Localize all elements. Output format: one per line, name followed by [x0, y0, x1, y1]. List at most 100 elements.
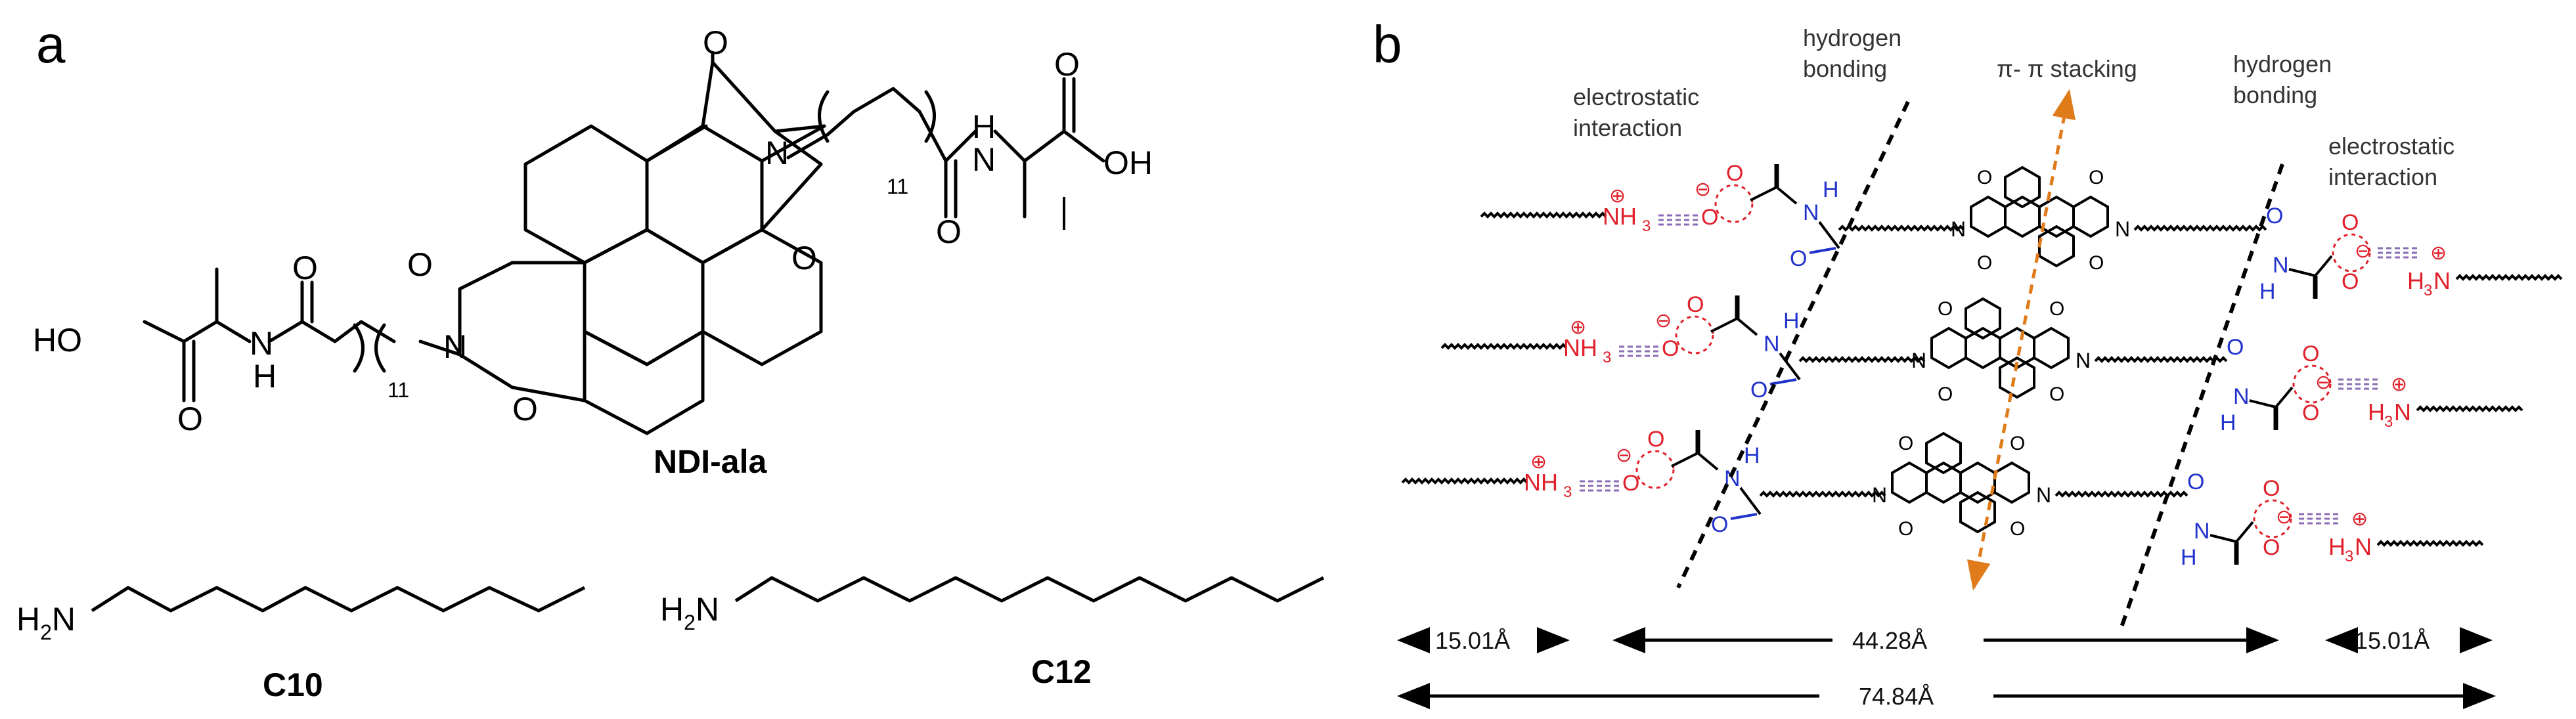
atom-o-amide-left: O: [292, 250, 318, 286]
layer-3-minus-left: ⊖: [1616, 445, 1632, 466]
dim-label-total: 74.84Å: [1859, 683, 1934, 710]
svg-text:O: O: [2302, 401, 2319, 425]
svg-text:O: O: [2302, 341, 2319, 366]
layer-3-carboxylate-o1: O: [1622, 471, 1639, 496]
ndi-ring-bottom: [583, 330, 705, 435]
layer-1-amide-o-left: O: [1790, 246, 1807, 271]
svg-text:O: O: [1938, 383, 1953, 405]
c12-structure: H2N C12: [660, 576, 1325, 690]
compound-label-c10: C10: [263, 666, 323, 703]
svg-text:O: O: [2049, 383, 2064, 405]
dim-label-left: 15.01Å: [1435, 627, 1510, 654]
layer-2-ndi-n-right: N: [2076, 349, 2091, 372]
panel-a: a: [16, 15, 1325, 703]
layer-1-amide-h-left: H: [1823, 177, 1839, 202]
svg-text:O: O: [2342, 210, 2359, 235]
ndi-ring-lower-left: [583, 228, 705, 366]
atom-n-amide-right: N: [972, 141, 996, 178]
layer-2-amide-h-right: H: [2220, 410, 2236, 435]
layer-1-amide-n-right: N: [2273, 253, 2289, 278]
layer-2-carboxylate-ring-right: [2292, 364, 2332, 404]
layer-3-plus-left: ⊕: [1530, 451, 1547, 473]
c10-chain: [91, 586, 586, 613]
atom-o-acid-right: O: [1054, 46, 1080, 83]
layer-3-h3n-right-sub: 3: [2345, 548, 2353, 565]
panel-b: b electrostatic interaction hydrogen bon…: [1373, 15, 2563, 710]
layer-2-amide-o-right: O: [2227, 335, 2244, 360]
layer-3-carboxylate-ring: [1635, 450, 1675, 489]
repeat-left-count: 11: [388, 378, 409, 402]
layer-1-minus-right: ⊖: [2355, 240, 2371, 262]
c10-amine: H2N: [16, 601, 76, 644]
svg-text:O: O: [2089, 167, 2104, 188]
label-electrostatic-left-2: interaction: [1573, 114, 1682, 141]
atom-n-right-imide: N: [765, 135, 789, 171]
layer-3-inner-tail-right: [2054, 490, 2188, 498]
layer-3-nh3-left: NH: [1524, 469, 1558, 496]
layer-2-h3n-right: H: [2368, 399, 2385, 425]
hbond-dashes: [1676, 100, 2284, 628]
c12-amine-sub: 2: [684, 611, 696, 634]
layer-2-nh3-left: NH: [1563, 334, 1597, 361]
svg-text:O: O: [1938, 298, 1953, 320]
ndi-ring-upper-right: [645, 124, 764, 265]
layer-3-ndi-n-right: N: [2036, 483, 2051, 507]
svg-text:O: O: [2263, 476, 2280, 501]
layer-2-amide-o-left: O: [1750, 378, 1767, 403]
layer-1-ndi-n-right: N: [2115, 217, 2130, 241]
layer-1-amide-h-right: H: [2259, 279, 2276, 304]
layer-1-ndi-n-left: N: [1951, 217, 1966, 241]
repeat-right: 11: [887, 175, 908, 198]
layer-3-amide-h-left: H: [1744, 443, 1760, 468]
pipi-stacking-arrow: [1966, 89, 2076, 591]
layer-1-nh3-left: NH: [1603, 203, 1637, 230]
svg-text:O: O: [2263, 535, 2280, 560]
svg-text:N: N: [2394, 399, 2411, 425]
layer-3-amide-o-left: O: [1711, 512, 1728, 537]
repeat-left: 11: [388, 378, 409, 402]
atom-o-top: O: [703, 24, 728, 61]
atom-o-left-imide-bottom: O: [512, 391, 538, 427]
panel-a-letter: a: [36, 15, 66, 74]
layer-3-right-tail: [2376, 540, 2484, 547]
layer-1-carboxylate-ring-right: [2332, 233, 2371, 272]
hbond-dash-left: [1676, 100, 1910, 589]
layer-2-minus-left: ⊖: [1655, 310, 1672, 332]
layer-1-inner-tail-right: [2133, 225, 2267, 232]
svg-text:O: O: [1898, 433, 1913, 454]
hbond-dash-right: [2120, 163, 2284, 628]
layer-3-amide-h-right: H: [2181, 545, 2197, 570]
c12-amine: H2N: [660, 591, 719, 634]
layer-2-nh3-left-sub: 3: [1603, 349, 1611, 366]
layer-1-carboxylate-o1: O: [1701, 205, 1718, 230]
label-pipi-stacking: π- π stacking: [1997, 55, 2137, 82]
label-electrostatic-left-1: electrostatic: [1573, 83, 1699, 110]
layer-2-carboxylate-ring: [1675, 315, 1714, 355]
layer-1-plus-right: ⊕: [2430, 242, 2447, 264]
layer-3-h3n-right: H: [2328, 533, 2345, 560]
label-hbond-right-1: hydrogen: [2233, 51, 2332, 77]
c10-amine-n: N: [52, 601, 76, 638]
atom-o-left-imide: O: [407, 246, 433, 283]
layer-1-nh3-left-sub: 3: [1642, 217, 1651, 235]
layer-3-inner-tail-left: [1759, 490, 1886, 498]
layer-3-plus-right: ⊕: [2351, 508, 2368, 530]
layer-3-amide-n-right: N: [2194, 519, 2210, 544]
atom-o-acid-left: O: [177, 401, 203, 437]
panel-b-letter: b: [1373, 15, 1402, 74]
layer-1-right-tail: [2455, 274, 2563, 281]
layer-1-amide-n-left: N: [1803, 200, 1819, 225]
layer-1-carboxylate-o2: O: [1726, 161, 1743, 186]
layer-2-plus-left: ⊕: [1570, 316, 1586, 338]
layer-2-amide-n-left: N: [1764, 332, 1780, 357]
svg-text:O: O: [1977, 167, 1992, 188]
atom-h-amide-right: H: [972, 108, 996, 145]
svg-text:O: O: [2010, 433, 2025, 454]
layer-2-right-tail: [2416, 405, 2523, 412]
layer-3-nh3-left-sub: 3: [1563, 483, 1572, 501]
